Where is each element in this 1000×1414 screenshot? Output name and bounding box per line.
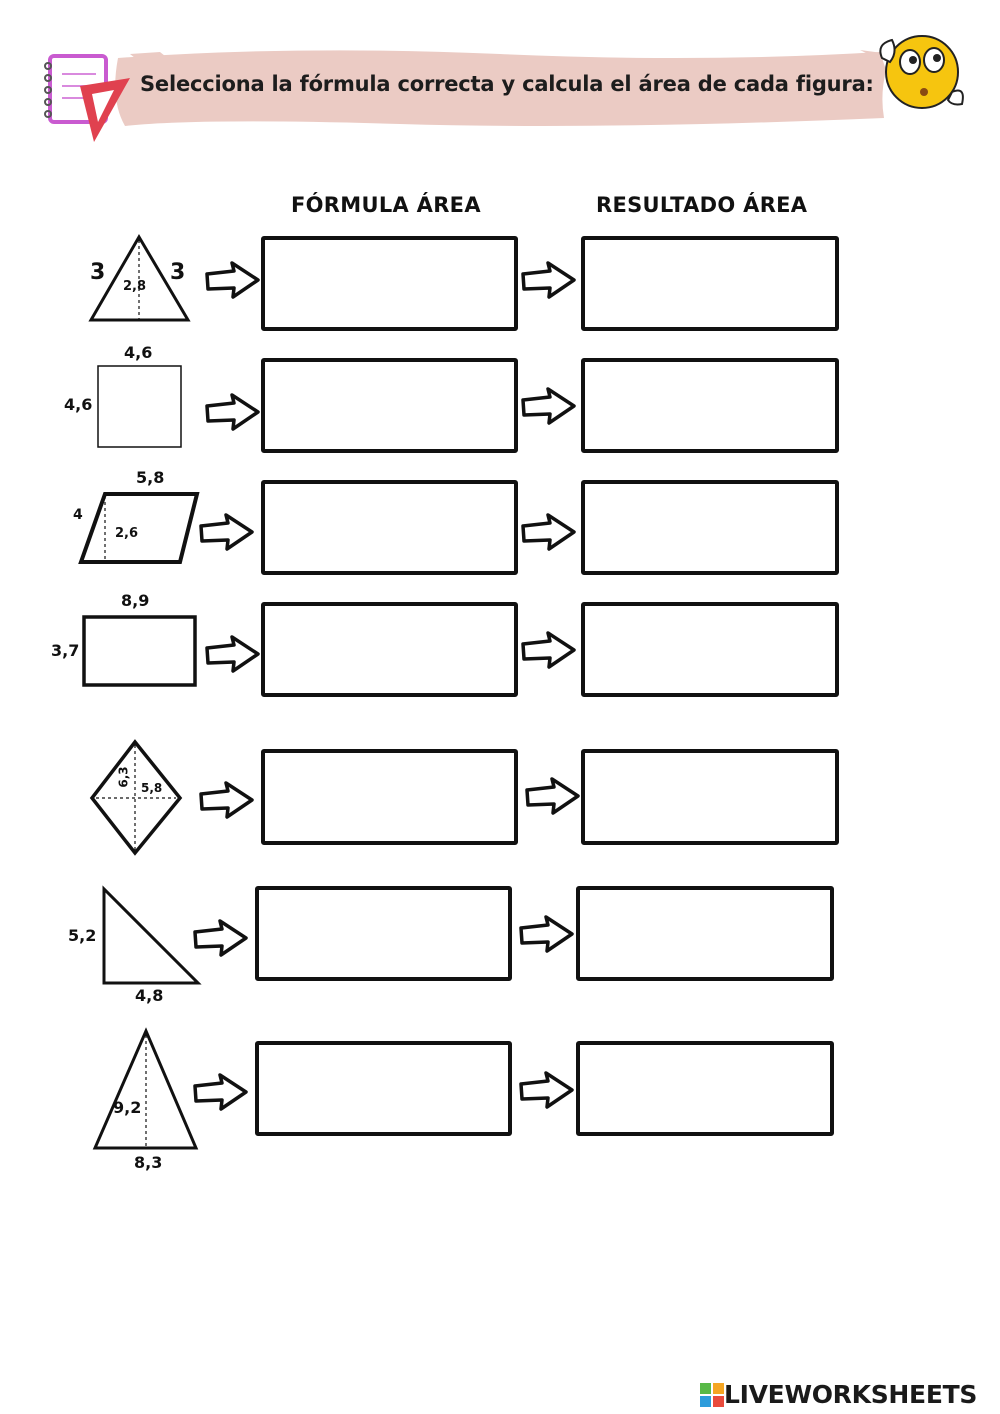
formula-input-rhombus[interactable] <box>261 749 518 845</box>
arrow-right-icon <box>521 513 576 551</box>
formula-column-header: FÓRMULA ÁREA <box>291 193 481 217</box>
result-input-square[interactable] <box>581 358 839 453</box>
result-input-tall-triangle[interactable] <box>576 1041 834 1136</box>
liveworksheets-logo-icon <box>700 1382 724 1407</box>
arrow-right-icon <box>205 261 260 299</box>
parallelogram-side-label: 4 <box>73 507 83 523</box>
parallelogram-height-label: 2,6 <box>115 526 139 541</box>
arrow-right-icon <box>525 777 580 815</box>
formula-input-parallelogram[interactable] <box>261 480 518 575</box>
tall-triangle-figure <box>92 1027 199 1150</box>
result-input-rectangle[interactable] <box>581 602 839 697</box>
parallelogram-figure <box>78 492 200 564</box>
formula-input-right-triangle[interactable] <box>255 886 512 981</box>
result-input-rhombus[interactable] <box>581 749 839 845</box>
header-banner <box>44 35 964 142</box>
arrow-right-icon <box>199 781 254 819</box>
triangle-height-label: 2,8 <box>123 279 147 294</box>
formula-input-tall-triangle[interactable] <box>255 1041 512 1136</box>
arrow-right-icon <box>519 1071 574 1109</box>
arrow-right-icon <box>193 1073 248 1111</box>
parallelogram-top-label: 5,8 <box>136 468 165 487</box>
arrow-right-icon <box>205 635 260 673</box>
triangle-right-side-label: 3 <box>170 260 186 285</box>
arrow-right-icon <box>205 393 260 431</box>
equilateral-triangle-figure <box>88 234 191 322</box>
formula-input-rectangle[interactable] <box>261 602 518 697</box>
rhombus-vertical-diagonal-label: 6,3 <box>116 766 131 788</box>
square-side-label: 4,6 <box>64 395 93 414</box>
result-input-triangle[interactable] <box>581 236 839 331</box>
right-triangle-figure <box>102 885 202 985</box>
tall-triangle-height-label: 9,2 <box>113 1098 142 1117</box>
arrow-right-icon <box>519 915 574 953</box>
arrow-right-icon <box>521 631 576 669</box>
formula-input-triangle[interactable] <box>261 236 518 331</box>
tall-triangle-base-label: 8,3 <box>134 1153 163 1172</box>
footer-brand-text: LIVEWORKSHEETS <box>724 1380 978 1409</box>
liveworksheets-logo: LIVEWORKSHEETS <box>700 1380 977 1409</box>
instruction-text: Selecciona la fórmula correcta y calcula… <box>140 72 874 96</box>
ruler-triangle-icon <box>80 78 130 142</box>
rectangle-figure <box>82 615 197 687</box>
rectangle-top-label: 8,9 <box>121 591 150 610</box>
arrow-right-icon <box>193 919 248 957</box>
thinking-emoji-icon <box>879 35 964 109</box>
arrow-right-icon <box>521 261 576 299</box>
right-triangle-base-label: 4,8 <box>135 986 164 1005</box>
formula-input-square[interactable] <box>261 358 518 453</box>
rhombus-horizontal-diagonal-label: 5,8 <box>141 781 163 795</box>
result-input-right-triangle[interactable] <box>576 886 834 981</box>
right-triangle-height-label: 5,2 <box>68 926 97 945</box>
square-top-label: 4,6 <box>124 343 153 362</box>
square-figure <box>97 365 182 448</box>
result-column-header: RESULTADO ÁREA <box>596 193 808 217</box>
rhombus-figure <box>89 739 183 856</box>
arrow-right-icon <box>521 387 576 425</box>
arrow-right-icon <box>199 513 254 551</box>
triangle-left-side-label: 3 <box>90 260 106 285</box>
result-input-parallelogram[interactable] <box>581 480 839 575</box>
rectangle-side-label: 3,7 <box>51 641 80 660</box>
